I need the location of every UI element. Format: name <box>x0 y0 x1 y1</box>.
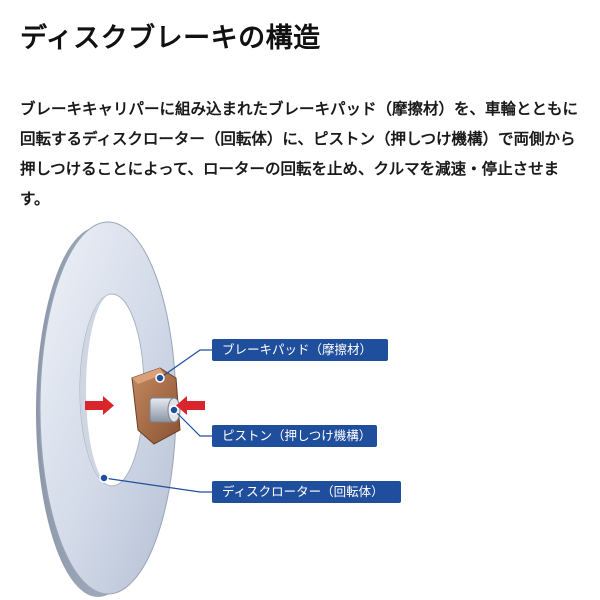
description-text: ブレーキキャリパーに組み込まれたブレーキパッド（摩擦材）を、車輪とともに回転する… <box>20 100 579 208</box>
page-title: ディスクブレーキの構造 <box>20 23 321 54</box>
callout-dot-piston <box>169 405 179 415</box>
leader-lines <box>103 349 212 493</box>
force-arrow-right <box>176 396 205 415</box>
force-arrow-left <box>85 396 114 415</box>
leader-line-pad <box>159 349 212 379</box>
rotor-hole-shadow <box>80 294 112 486</box>
callout-dot-rotor <box>99 473 109 483</box>
callout-dot-pad <box>155 373 165 383</box>
brake-pad-highlight <box>132 368 164 384</box>
label-piston: ピストン（押しつけ機構） <box>212 425 377 447</box>
label-disc-rotor: ディスクローター（回転体） <box>212 481 401 503</box>
leader-line-piston <box>173 409 212 437</box>
leader-line-rotor <box>103 477 212 493</box>
label-brake-pad: ブレーキパッド（摩擦材） <box>212 339 388 361</box>
